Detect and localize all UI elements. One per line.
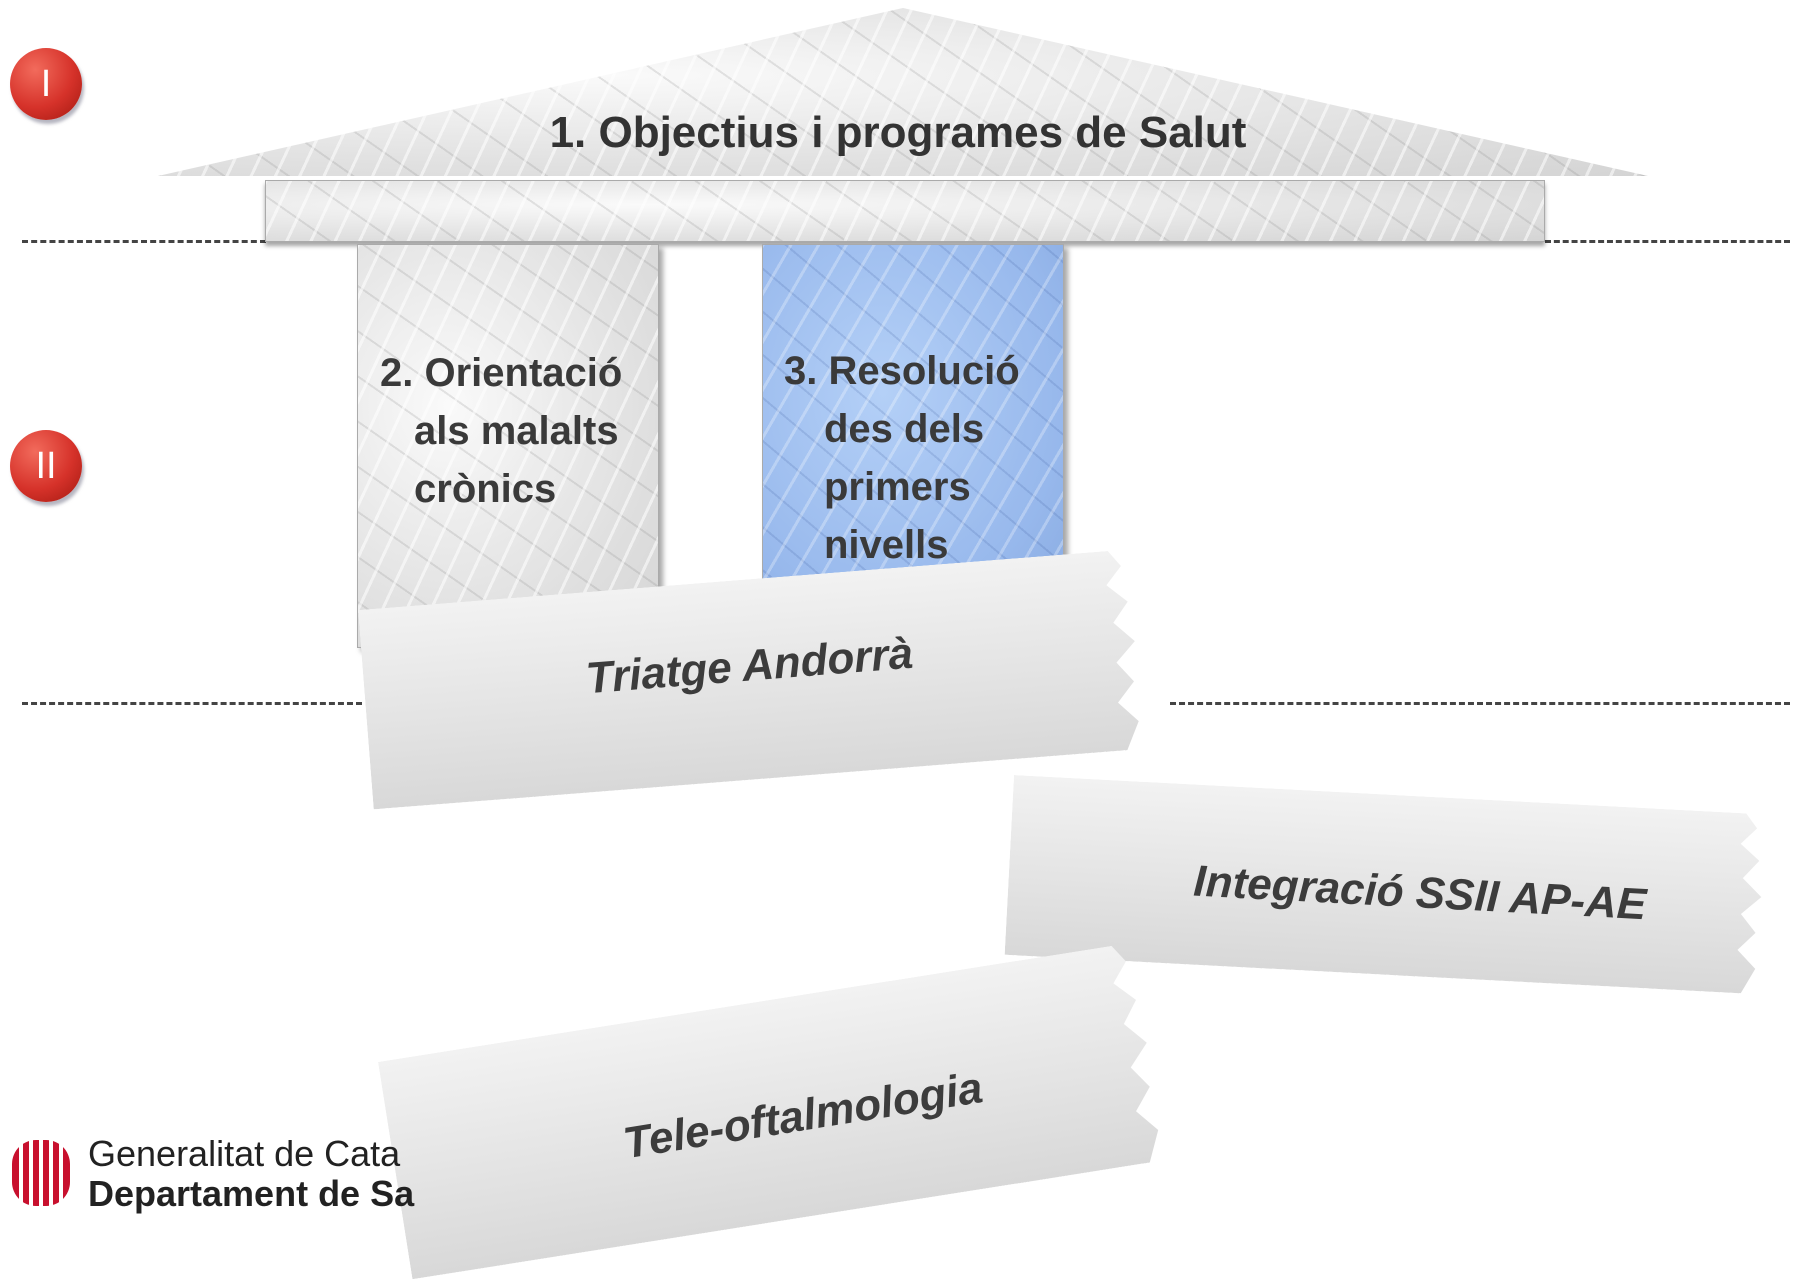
level-badge-2: II [10,430,82,502]
temple-beam [265,180,1545,242]
column-first-levels-label: 3. Resolució des dels primers nivells [784,342,1064,574]
senyera-icon [12,1134,70,1212]
paper-integracio-text: Integració SSII AP-AE [1192,856,1648,930]
column-chronic-patients [357,244,659,648]
column-2-line-3: primers [824,465,971,509]
level-badge-1: I [10,48,82,120]
roof-title: 1. Objectius i programes de Salut [549,108,1247,157]
generalitat-logo: Generalitat de Cata Departament de Sa [12,1132,414,1232]
paper-tele-oftalmologia-text: Tele-oftalmologia [620,1063,986,1169]
column-1-line-1: 2. Orientació [380,351,623,395]
logo-line-2: Departament de Sa [88,1173,415,1214]
paper-triatge-text: Triatge Andorrà [584,628,915,704]
level-separator-top-right [1545,240,1790,243]
column-chronic-patients-label: 2. Orientació als malalts crònics [380,344,670,518]
level-separator-bottom-right [1170,702,1790,705]
column-1-line-3: crònics [414,467,557,511]
column-2-line-1: 3. Resolució [784,349,1020,393]
column-2-line-2: des dels [824,407,985,451]
logo-line-1: Generalitat de Cata [88,1133,401,1174]
paper-tele-oftalmologia: Tele-oftalmologia [378,938,1193,1279]
column-2-line-4: nivells [824,523,949,567]
level-separator-top [22,240,266,243]
column-1-line-2: als malalts [414,409,619,453]
column-first-levels [762,244,1064,614]
level-separator-bottom-left [22,702,362,705]
